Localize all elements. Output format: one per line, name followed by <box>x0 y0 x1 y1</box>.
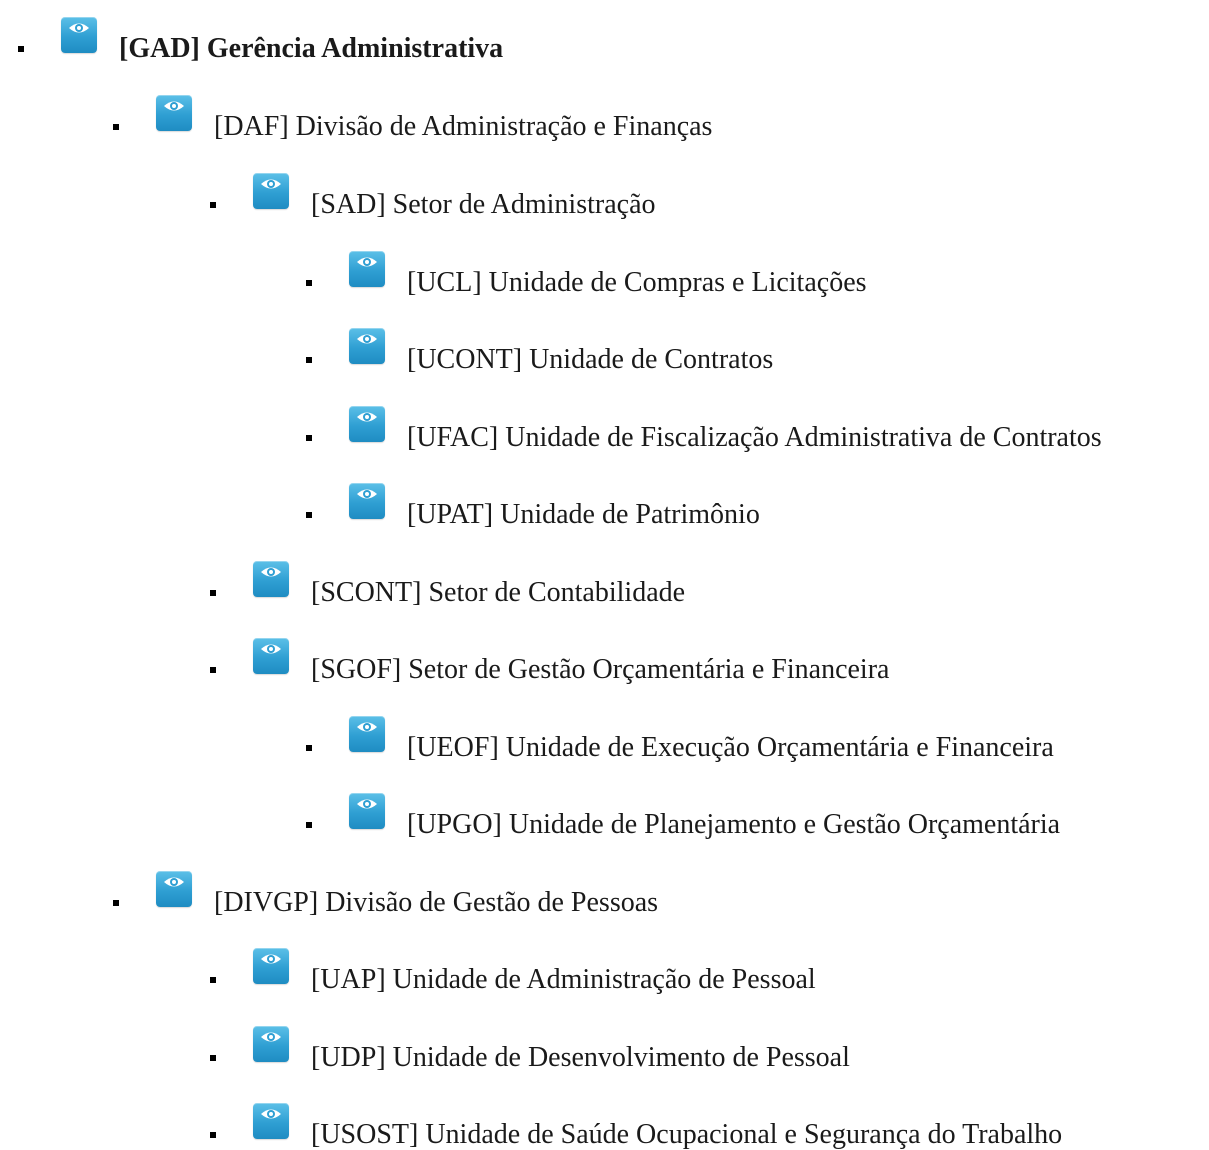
view-button-sad[interactable] <box>253 173 289 209</box>
view-button-ufac[interactable] <box>349 406 385 442</box>
view-button-upat[interactable] <box>349 483 385 519</box>
tree-node-label[interactable]: [UCONT] Unidade de Contratos <box>407 344 774 375</box>
tree-node-label[interactable]: [SGOF] Setor de Gestão Orçamentária e Fi… <box>311 654 890 685</box>
tree-node-uap: [UAP] Unidade de Administração de Pessoa… <box>210 948 816 995</box>
tree-node-label[interactable]: [GAD] Gerência Administrativa <box>119 33 504 64</box>
eye-icon <box>357 722 377 732</box>
eye-icon <box>357 489 377 499</box>
bullet <box>113 124 119 130</box>
tree-node-scont: [SCONT] Setor de Contabilidade <box>210 561 686 608</box>
tree-node-label[interactable]: [UPGO] Unidade de Planejamento e Gestão … <box>407 809 1061 840</box>
tree-node-label[interactable]: [USOST] Unidade de Saúde Ocupacional e S… <box>311 1119 1063 1150</box>
view-button-upgo[interactable] <box>349 793 385 829</box>
tree-node-ucont: [UCONT] Unidade de Contratos <box>306 328 774 375</box>
view-button-scont[interactable] <box>253 561 289 597</box>
bullet <box>210 1055 216 1061</box>
view-button-udp[interactable] <box>253 1026 289 1062</box>
bullet <box>210 977 216 983</box>
tree-node-label[interactable]: [UDP] Unidade de Desenvolvimento de Pess… <box>311 1042 850 1073</box>
view-button-gad[interactable] <box>61 17 97 53</box>
bullet <box>306 745 312 751</box>
bullet <box>210 667 216 673</box>
bullet <box>210 202 216 208</box>
eye-icon <box>357 412 377 422</box>
bullet <box>306 822 312 828</box>
tree-node-ucl: [UCL] Unidade de Compras e Licitações <box>306 251 867 298</box>
tree-node-sgof: [SGOF] Setor de Gestão Orçamentária e Fi… <box>210 638 890 685</box>
eye-icon <box>164 877 184 887</box>
tree-node-label[interactable]: [UEOF] Unidade de Execução Orçamentária … <box>407 732 1054 763</box>
eye-icon <box>357 334 377 344</box>
tree-node-usost: [USOST] Unidade de Saúde Ocupacional e S… <box>210 1103 1063 1150</box>
bullet <box>18 46 24 52</box>
view-button-divgp[interactable] <box>156 871 192 907</box>
eye-icon <box>261 954 281 964</box>
view-button-uap[interactable] <box>253 948 289 984</box>
tree-node-upat: [UPAT] Unidade de Patrimônio <box>306 483 760 530</box>
bullet <box>306 435 312 441</box>
tree-node-label[interactable]: [UPAT] Unidade de Patrimônio <box>407 499 760 530</box>
view-button-ucont[interactable] <box>349 328 385 364</box>
eye-icon <box>357 799 377 809</box>
tree-node-label[interactable]: [UAP] Unidade de Administração de Pessoa… <box>311 964 816 995</box>
tree-node-sad: [SAD] Setor de Administração <box>210 173 656 220</box>
tree-node-udp: [UDP] Unidade de Desenvolvimento de Pess… <box>210 1026 850 1073</box>
tree-node-label[interactable]: [UCL] Unidade de Compras e Licitações <box>407 267 867 298</box>
bullet <box>306 280 312 286</box>
tree-node-label[interactable]: [UFAC] Unidade de Fiscalização Administr… <box>407 422 1102 453</box>
eye-icon <box>164 101 184 111</box>
bullet <box>113 900 119 906</box>
view-button-usost[interactable] <box>253 1103 289 1139</box>
tree-node-label[interactable]: [SAD] Setor de Administração <box>311 189 656 220</box>
bullet <box>210 590 216 596</box>
tree-node-ufac: [UFAC] Unidade de Fiscalização Administr… <box>306 406 1102 453</box>
eye-icon <box>261 644 281 654</box>
bullet <box>306 357 312 363</box>
view-button-daf[interactable] <box>156 95 192 131</box>
eye-icon <box>261 1032 281 1042</box>
tree-node-daf: [DAF] Divisão de Administração e Finança… <box>113 95 713 142</box>
tree-node-label[interactable]: [DAF] Divisão de Administração e Finança… <box>214 111 713 142</box>
tree-node-label[interactable]: [SCONT] Setor de Contabilidade <box>311 577 686 608</box>
view-button-ucl[interactable] <box>349 251 385 287</box>
tree-node-upgo: [UPGO] Unidade de Planejamento e Gestão … <box>306 793 1061 840</box>
eye-icon <box>357 257 377 267</box>
tree-node-divgp: [DIVGP] Divisão de Gestão de Pessoas <box>113 871 659 918</box>
tree-node-label[interactable]: [DIVGP] Divisão de Gestão de Pessoas <box>214 887 659 918</box>
bullet <box>306 512 312 518</box>
eye-icon <box>261 1109 281 1119</box>
eye-icon <box>261 179 281 189</box>
tree-node-gad: [GAD] Gerência Administrativa <box>18 17 504 64</box>
view-button-ueof[interactable] <box>349 716 385 752</box>
bullet <box>210 1132 216 1138</box>
eye-icon <box>69 23 89 33</box>
eye-icon <box>261 567 281 577</box>
view-button-sgof[interactable] <box>253 638 289 674</box>
tree-node-ueof: [UEOF] Unidade de Execução Orçamentária … <box>306 716 1054 763</box>
